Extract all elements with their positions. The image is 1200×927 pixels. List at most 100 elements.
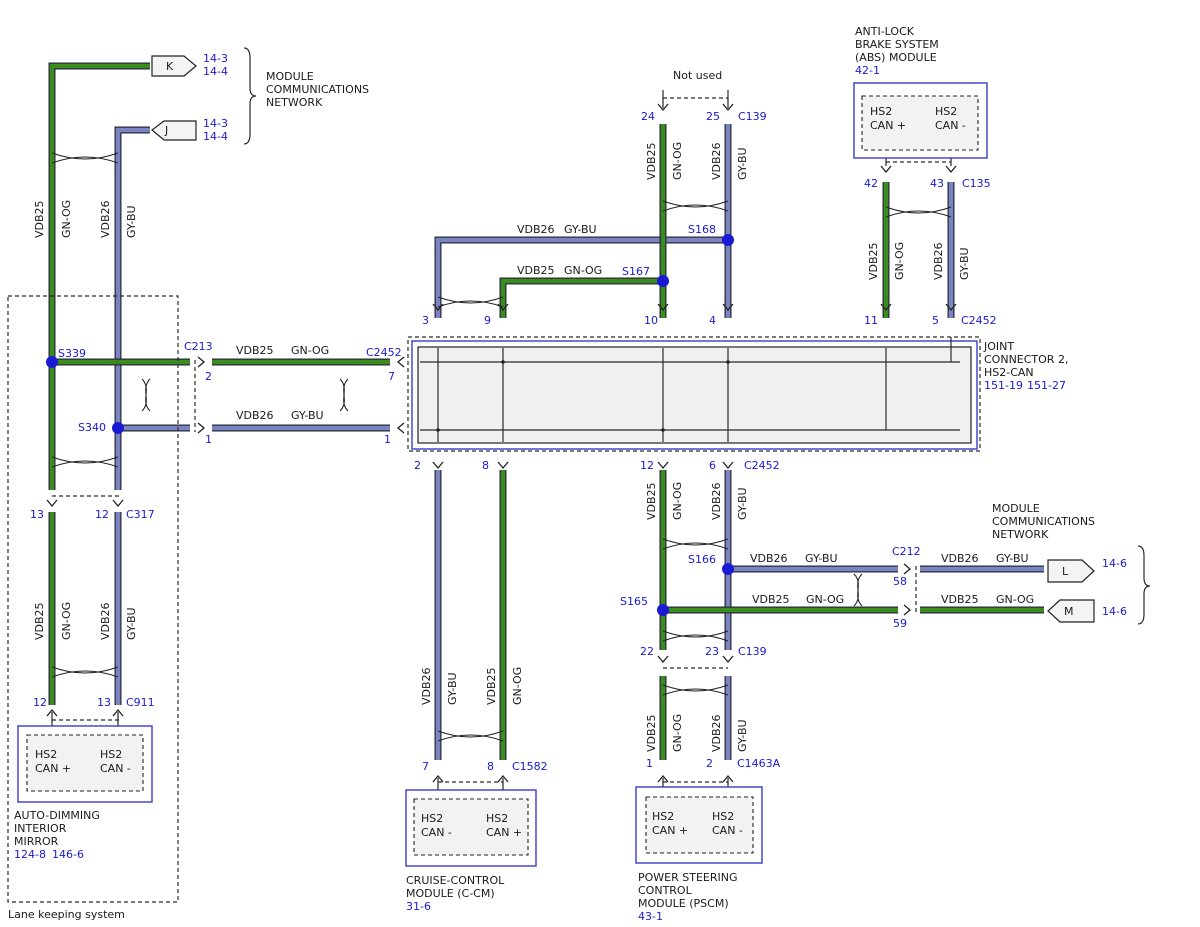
ccm-pin1-label-b: CAN - — [421, 826, 452, 839]
connector-c911: C911 — [126, 696, 155, 709]
splice-s339[interactable] — [46, 356, 58, 368]
network-top-line3: NETWORK — [266, 96, 323, 109]
twist-c213-left — [141, 378, 151, 412]
arrow-pin4 — [722, 303, 734, 312]
vlabel-vdb25-a: VDB25 — [33, 200, 46, 238]
pin-22: 22 — [640, 645, 654, 658]
arrow-c2452-7 — [396, 356, 405, 368]
tag-m-ref[interactable]: 14-6 — [1102, 605, 1127, 618]
joint-ref2[interactable]: 151-27 — [1027, 379, 1066, 392]
connector-tag-m[interactable]: M — [1047, 599, 1095, 623]
twist-c212 — [853, 573, 863, 607]
abs-module-box[interactable]: HS2 CAN + HS2 CAN - — [853, 82, 988, 159]
ccm-module-box[interactable]: HS2 CAN - HS2 CAN + — [405, 789, 537, 867]
arrow-pin10 — [657, 303, 669, 312]
connector-tag-l[interactable]: L — [1047, 559, 1095, 583]
wire-vdb26-s168-pin3[interactable] — [434, 236, 728, 318]
tag-k-ref1[interactable]: 14-3 — [203, 52, 228, 65]
arrow-pin2-bot — [432, 461, 444, 470]
pin-13-c317: 13 — [30, 508, 44, 521]
pscm-pin2-label-a: HS2 — [712, 810, 734, 823]
wire-color-gybu-l: GY-BU — [996, 552, 1029, 565]
arrow-pin25 — [722, 103, 734, 112]
wire-label-vdb26-top: VDB26 — [517, 223, 555, 236]
wire-label-vdb26-c213: VDB26 — [236, 409, 274, 422]
mirror-ref1[interactable]: 124-8 — [14, 848, 46, 861]
wire-vdb25-s167-pin9[interactable] — [499, 277, 663, 318]
arrow-c1582-8 — [497, 774, 509, 783]
mirror-ref2[interactable]: 146-6 — [52, 848, 84, 861]
connector-tag-j[interactable]: J — [151, 120, 197, 141]
splice-s166-label: S166 — [688, 553, 716, 566]
twist-pscm — [662, 684, 729, 696]
network-brace-top — [243, 47, 257, 145]
abs-pin1-label-b: CAN + — [870, 119, 906, 132]
pin-2-bottom: 2 — [414, 459, 421, 472]
vlabel-gnog-c: GN-OG — [671, 142, 684, 180]
twist-abs — [885, 206, 952, 218]
vlabel-vdb26-c: VDB26 — [710, 142, 723, 180]
network-top-line2: COMMUNICATIONS — [266, 83, 369, 96]
tag-l-ref[interactable]: 14-6 — [1102, 557, 1127, 570]
twist-c139-top — [662, 200, 729, 212]
vlabel-vdb25-d: VDB25 — [867, 242, 880, 280]
tag-j-ref2[interactable]: 14-4 — [203, 130, 228, 143]
wire-vdb26-j[interactable] — [114, 126, 150, 490]
arrow-c317-12 — [112, 499, 124, 508]
wire-color-gybu-top: GY-BU — [564, 223, 597, 236]
wire-vdb25-k[interactable] — [48, 62, 150, 490]
connector-c139-top: C139 — [738, 110, 767, 123]
mirror-title-line2: INTERIOR — [14, 822, 67, 835]
arrow-c911-12 — [46, 708, 58, 717]
pin-23: 23 — [705, 645, 719, 658]
ccm-ref[interactable]: 31-6 — [406, 900, 431, 913]
abs-title-line3: (ABS) MODULE — [855, 51, 937, 64]
pin-8-c1582: 8 — [487, 760, 494, 773]
pin-25: 25 — [706, 110, 720, 123]
vlabel-vdb26-a: VDB26 — [99, 200, 112, 238]
splice-s340-label: S340 — [78, 421, 106, 434]
network-right-line2: COMMUNICATIONS — [992, 515, 1095, 528]
tag-j-letter: J — [164, 124, 168, 137]
twist-ccm — [437, 730, 504, 742]
splice-s166[interactable] — [722, 563, 734, 575]
abs-title-line2: BRAKE SYSTEM — [855, 38, 939, 51]
joint-ref1[interactable]: 151-19 — [984, 379, 1023, 392]
vlabel-vdb26-d: VDB26 — [932, 242, 945, 280]
wire-color-gnog-s165: GN-OG — [806, 593, 844, 606]
wire-label-vdb25-c213: VDB25 — [236, 344, 274, 357]
mirror-module-box[interactable]: HS2 CAN + HS2 CAN - — [17, 725, 153, 803]
joint-connector-2 — [407, 336, 981, 452]
vlabel-vdb25-g: VDB25 — [645, 714, 658, 752]
pin-58: 58 — [893, 575, 907, 588]
vlabel-gnog-f: GN-OG — [511, 667, 524, 705]
twist-c213-right — [339, 378, 349, 412]
splice-s168[interactable] — [722, 234, 734, 246]
splice-s167[interactable] — [657, 275, 669, 287]
mirror-pin1-label-b: CAN + — [35, 762, 71, 775]
pin-2-c213: 2 — [205, 370, 212, 383]
splice-s340[interactable] — [112, 422, 124, 434]
pin-24: 24 — [641, 110, 655, 123]
pin-12-c317: 12 — [95, 508, 109, 521]
abs-ref[interactable]: 42-1 — [855, 64, 880, 77]
connector-c2452: C2452 — [366, 346, 402, 359]
arrow-c139-22 — [657, 655, 669, 664]
pscm-module-box[interactable]: HS2 CAN + HS2 CAN - — [635, 786, 763, 864]
connector-tag-k[interactable]: K — [151, 55, 197, 77]
pin-11: 11 — [864, 314, 878, 327]
vlabel-vdb26-f: VDB26 — [420, 667, 433, 705]
ccm-pin1-label-a: HS2 — [421, 812, 443, 825]
arrow-c1582-7 — [432, 774, 444, 783]
pin-4: 4 — [709, 314, 716, 327]
vertical-wire-labels: VDB25 GN-OG VDB26 GY-BU VDB25 GN-OG VDB2… — [33, 142, 971, 752]
tag-j-ref1[interactable]: 14-3 — [203, 117, 228, 130]
pscm-ref[interactable]: 43-1 — [638, 910, 663, 923]
wire-label-vdb25-top: VDB25 — [517, 264, 555, 277]
arrow-c213-1 — [197, 422, 206, 434]
twist-left-mid — [51, 456, 119, 468]
network-top-line1: MODULE — [266, 70, 314, 83]
tag-k-ref2[interactable]: 14-4 — [203, 65, 228, 78]
splice-s165[interactable] — [657, 604, 669, 616]
arrow-pin8-bot — [497, 461, 509, 470]
